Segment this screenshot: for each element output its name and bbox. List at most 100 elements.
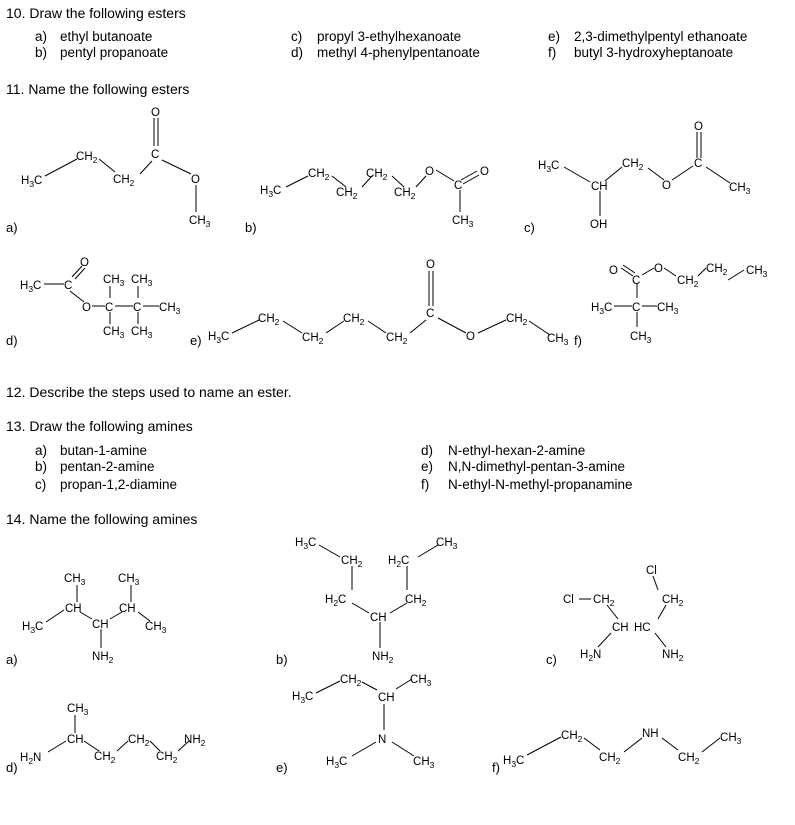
q11-label-b: b) xyxy=(245,220,257,235)
ester-a-carbonyl-c: C xyxy=(151,149,159,161)
ester-e-ch2-3: CH2 xyxy=(343,313,365,327)
q11-label-e: e) xyxy=(190,333,202,348)
amine-f-ch3: CH3 xyxy=(720,732,742,746)
amine-a-ch3-top1: CH3 xyxy=(64,573,86,587)
ester-e-carbonyl-o: O xyxy=(426,259,435,271)
amine-c-nh2: NH2 xyxy=(662,649,684,663)
q14-label-e: e) xyxy=(276,760,288,775)
ester-b-ch2-4: CH2 xyxy=(394,187,416,201)
amine-f-nh: NH xyxy=(642,728,659,740)
ester-f-quat-c: C xyxy=(632,302,640,314)
q10-letter-a: a) xyxy=(35,29,48,44)
amine-b-ch3: CH3 xyxy=(436,537,458,551)
ester-f-carbonyl-o: O xyxy=(609,265,618,277)
amine-b-ch2-right-low: CH2 xyxy=(405,594,427,608)
amine-d-ch2-2: CH2 xyxy=(128,734,150,748)
amine-e-h3c-bottom: H3C xyxy=(326,756,347,770)
ester-c-ch3: CH3 xyxy=(729,182,751,196)
amine-d-h2n: H2N xyxy=(20,752,41,766)
amine-b-h2c-right-top: H2C xyxy=(388,555,409,569)
ester-e-structure: H3C CH2 CH2 CH2 CH2 C O O CH2 CH3 xyxy=(208,259,569,347)
amine-a-ch-1: CH xyxy=(65,603,82,615)
q10-item-b: pentyl propanoate xyxy=(60,45,169,60)
q13-item-a: butan-1-amine xyxy=(60,443,148,458)
amine-c-cl-top: Cl xyxy=(646,565,657,577)
amine-e-ch3-bottom: CH3 xyxy=(413,756,435,770)
q11-label-c: c) xyxy=(524,220,535,235)
amine-b-structure: H3C CH3 CH2 H2C H2C CH2 CH NH2 xyxy=(295,537,458,665)
q14-label-a: a) xyxy=(6,652,18,667)
ester-a-ch3: CH3 xyxy=(189,215,211,229)
ester-c-oh: OH xyxy=(590,219,607,231)
q10-letter-e: e) xyxy=(548,29,561,44)
amine-e-n: N xyxy=(378,734,386,746)
amine-d-ch2-3: CH2 xyxy=(156,751,178,765)
ester-a-h3c: H3C xyxy=(21,175,42,189)
amine-e-structure: H3C CH2 CH CH3 N H3C CH3 xyxy=(292,674,435,770)
amine-d-nh2: NH2 xyxy=(184,734,206,748)
amine-f-ch2-1: CH2 xyxy=(561,730,583,744)
q13-item-c: propan-1,2-diamine xyxy=(60,477,178,492)
ester-d-carbonyl-o: O xyxy=(80,257,89,269)
ester-c-structure: H3C CH OH CH2 O C O CH3 xyxy=(538,121,751,231)
q11-label-d: d) xyxy=(6,333,18,348)
q13-letter-b: b) xyxy=(35,459,48,474)
ester-e-carbonyl-c: C xyxy=(426,308,434,320)
ester-d-quat-c2: C xyxy=(133,302,141,314)
ester-d-h3c: H3C xyxy=(20,280,41,294)
amine-a-ch3-right: CH3 xyxy=(145,621,167,635)
q13-heading: 13. Draw the following amines xyxy=(6,418,193,434)
ester-a-carbonyl-o: O xyxy=(151,107,160,119)
q10-item-c: propyl 3-ethylhexanoate xyxy=(317,29,462,44)
q14-label-c: c) xyxy=(546,652,557,667)
ester-d-ch3-top1: CH3 xyxy=(103,274,125,288)
ester-b-carbonyl-c: C xyxy=(454,180,462,192)
ester-f-ch3-bottom: CH3 xyxy=(630,331,652,345)
ester-e-ether-o: O xyxy=(466,331,475,343)
ester-c-carbonyl-c: C xyxy=(694,158,702,170)
amine-a-nh2: NH2 xyxy=(92,651,114,665)
q11-heading: 11. Name the following esters xyxy=(6,81,190,97)
amine-a-ch-2: CH xyxy=(119,603,136,615)
ester-f-ch3-chain: CH3 xyxy=(746,265,768,279)
q13-letter-e: e) xyxy=(421,459,434,474)
amine-e-h3c: H3C xyxy=(292,691,313,705)
amine-c-h2n: H2N xyxy=(580,649,601,663)
q13-letter-f: f) xyxy=(421,477,430,492)
ester-b-h3c: H3C xyxy=(260,185,281,199)
ester-e-ch2-4: CH2 xyxy=(386,332,408,346)
q14-heading: 14. Name the following amines xyxy=(6,511,198,527)
amine-a-h3c: H3C xyxy=(22,621,43,635)
q11-label-a: a) xyxy=(6,220,18,235)
q14-label-d: d) xyxy=(6,760,18,775)
amine-e-ch: CH xyxy=(378,692,395,704)
ester-b-ch2-1: CH2 xyxy=(308,168,330,182)
amine-f-structure: H3C CH2 CH2 NH CH2 CH3 xyxy=(503,728,742,769)
q10-letter-d: d) xyxy=(291,45,304,60)
ester-f-ether-o: O xyxy=(654,263,663,275)
amine-f-ch2-2: CH2 xyxy=(599,752,621,766)
ester-f-h3c: H3C xyxy=(591,302,612,316)
ester-b-structure: H3C CH2 CH2 CH2 CH2 O C O CH3 xyxy=(260,166,489,229)
q13-letter-d: d) xyxy=(421,443,434,458)
ester-d-ch3-right: CH3 xyxy=(159,302,181,316)
ester-c-carbonyl-o: O xyxy=(694,121,703,133)
amine-b-nh2: NH2 xyxy=(372,651,394,665)
q10-letter-c: c) xyxy=(291,29,303,44)
amine-b-h3c: H3C xyxy=(295,537,316,551)
ester-e-h3c: H3C xyxy=(208,331,229,345)
ester-f-ch2-1: CH2 xyxy=(677,275,699,289)
ester-d-ch3-top2: CH3 xyxy=(131,274,153,288)
ester-b-ch2-2: CH2 xyxy=(336,187,358,201)
ester-b-carbonyl-o: O xyxy=(480,166,489,178)
ester-d-carbonyl-c: C xyxy=(64,280,72,292)
ester-b-ch3: CH3 xyxy=(452,215,474,229)
ester-d-ch3-bottom2: CH3 xyxy=(131,326,153,340)
ester-a-structure: H3C CH2 CH2 C O O CH3 xyxy=(21,107,211,229)
ester-c-ch2: CH2 xyxy=(622,158,644,172)
ester-e-ch2-1: CH2 xyxy=(258,313,280,327)
q11-label-f: f) xyxy=(574,333,582,348)
amine-b-ch2-left-top: CH2 xyxy=(341,555,363,569)
amine-b-ch: CH xyxy=(370,612,387,624)
